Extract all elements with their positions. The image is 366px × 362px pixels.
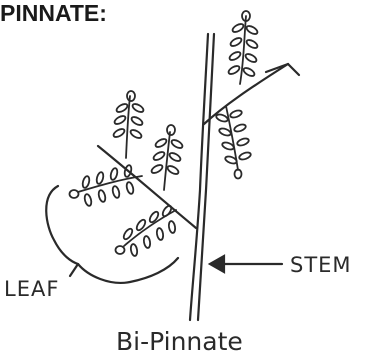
left-horizontal-pinna <box>70 164 143 206</box>
right-upper-pinna <box>227 11 258 84</box>
left-lower-pinna <box>116 204 177 256</box>
leaf-bracket <box>46 186 178 283</box>
left-middle-pinna <box>150 125 183 190</box>
stem <box>190 34 214 320</box>
stem-arrow <box>210 256 282 272</box>
left-upper-pinna <box>112 91 144 158</box>
caption-label: Bi-Pinnate <box>116 327 243 356</box>
right-lower-pinna <box>215 106 251 179</box>
stem-label: STEM <box>290 253 352 277</box>
leaf-label: LEAF <box>4 277 59 301</box>
